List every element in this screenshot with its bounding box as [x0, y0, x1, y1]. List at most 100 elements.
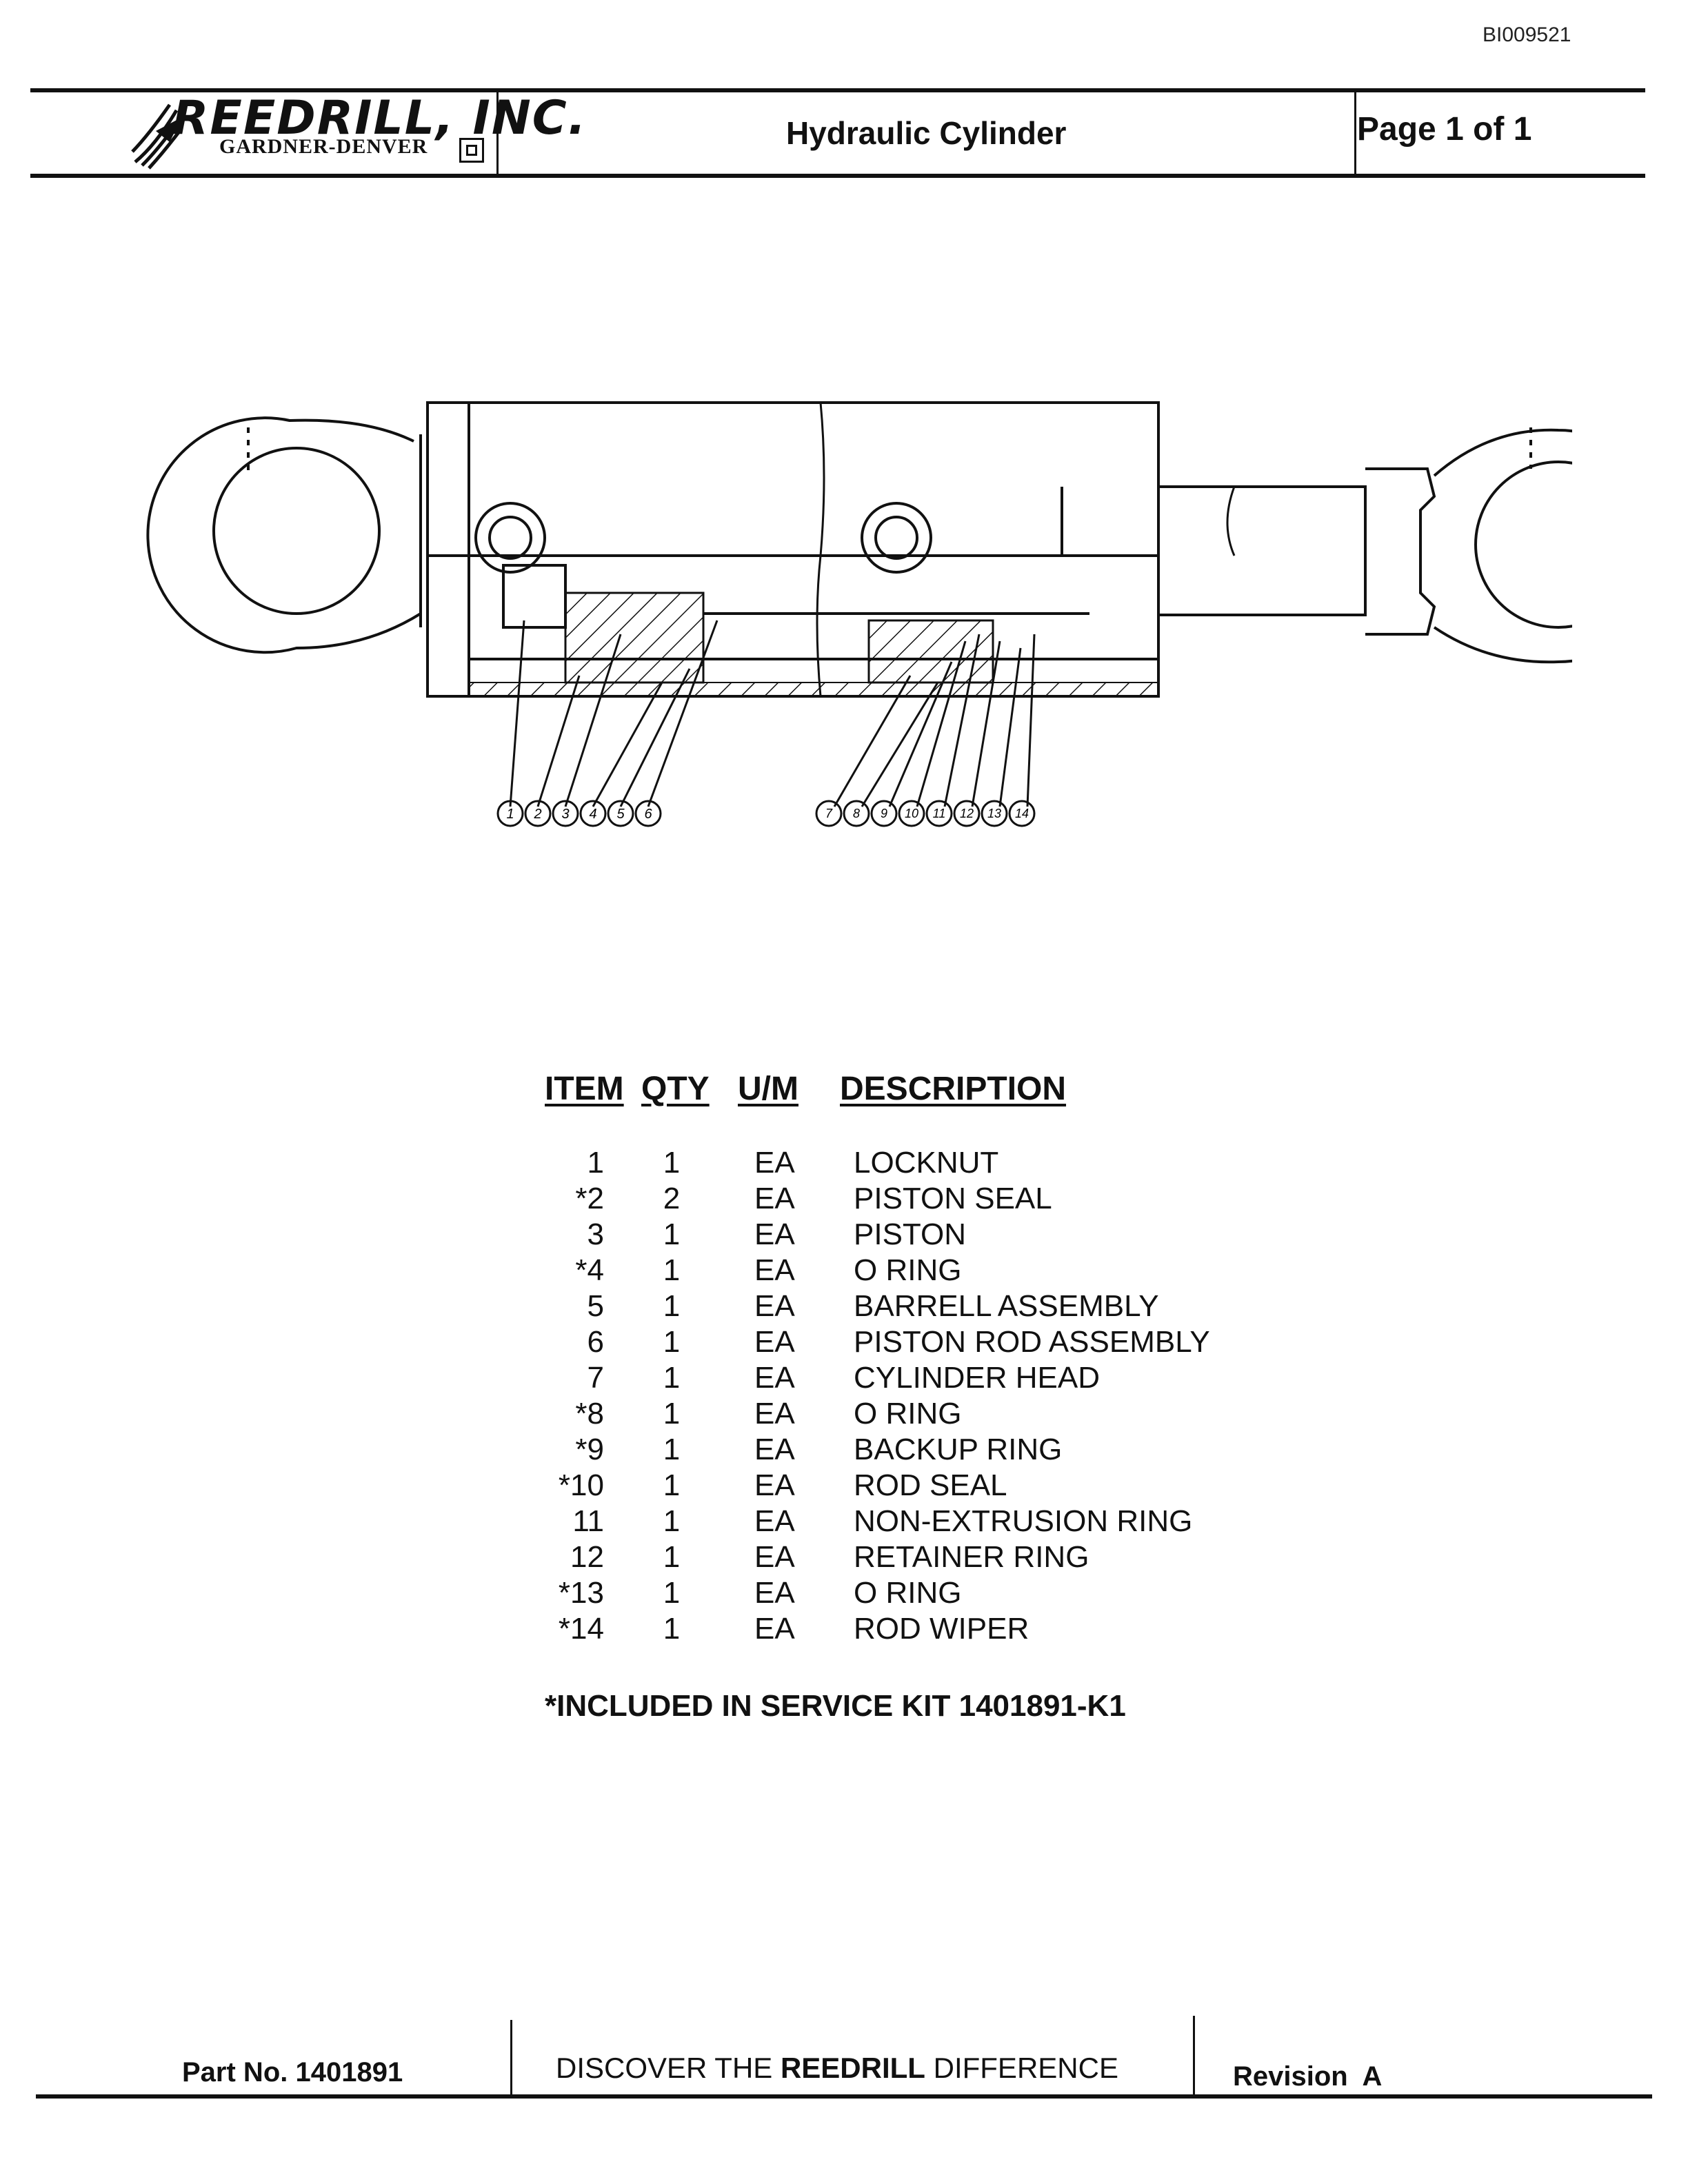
company-subname: GARDNER-DENVER [219, 135, 428, 158]
row-item: 6 [587, 1325, 604, 1359]
row-um: EA [754, 1217, 795, 1251]
table-row: *13 1 EA O RING [0, 1576, 1688, 1612]
service-kit-note: *INCLUDED IN SERVICE KIT 1401891-K1 [545, 1689, 1126, 1723]
callouts-right: 7 8 9 10 11 12 13 14 [815, 800, 1036, 827]
row-item: 3 [587, 1217, 604, 1251]
row-item: 7 [587, 1361, 604, 1395]
slogan-prefix: DISCOVER THE [556, 2052, 781, 2084]
callout-2: 2 [533, 807, 541, 822]
footer-divider-right [1193, 2016, 1195, 2096]
row-um: EA [754, 1361, 795, 1395]
header-top-rule [30, 88, 1645, 92]
row-um: EA [754, 1289, 795, 1323]
row-item: *14 [558, 1612, 604, 1646]
page-label: Page 1 of 1 [1357, 111, 1532, 148]
row-item: *10 [558, 1468, 604, 1502]
header-divider-left [496, 92, 499, 175]
row-qty: 1 [663, 1612, 681, 1646]
row-qty: 1 [663, 1146, 681, 1180]
callout-3: 3 [561, 807, 569, 822]
table-row: *8 1 EA O RING [0, 1397, 1688, 1433]
footer-slogan: DISCOVER THE REEDRILL DIFFERENCE [556, 2052, 1118, 2085]
row-description: BARRELL ASSEMBLY [854, 1289, 1159, 1323]
table-row: *2 2 EA PISTON SEAL [0, 1182, 1688, 1217]
header-divider-right [1354, 92, 1356, 175]
row-qty: 1 [663, 1361, 681, 1395]
row-qty: 1 [663, 1540, 681, 1574]
table-header-description: DESCRIPTION [840, 1071, 1067, 1107]
callout-11: 11 [933, 807, 946, 820]
table-header-um: U/M [738, 1071, 798, 1107]
row-um: EA [754, 1433, 795, 1466]
company-name: REEDRILL, INC. [172, 91, 587, 145]
row-item: *2 [575, 1182, 604, 1215]
row-qty: 1 [663, 1576, 681, 1610]
callout-7: 7 [825, 807, 833, 820]
row-description: PISTON SEAL [854, 1182, 1052, 1215]
row-item: *4 [575, 1253, 604, 1287]
callout-9: 9 [881, 807, 887, 820]
row-qty: 1 [663, 1397, 681, 1430]
callout-13: 13 [987, 807, 1001, 820]
table-row: 7 1 EA CYLINDER HEAD [0, 1361, 1688, 1397]
row-um: EA [754, 1504, 795, 1538]
callout-12: 12 [960, 807, 974, 820]
row-description: RETAINER RING [854, 1540, 1089, 1574]
table-row: 1 1 EA LOCKNUT [0, 1146, 1688, 1182]
table-row: 3 1 EA PISTON [0, 1217, 1688, 1253]
table-row: 5 1 EA BARRELL ASSEMBLY [0, 1289, 1688, 1325]
row-um: EA [754, 1253, 795, 1287]
row-description: O RING [854, 1576, 962, 1610]
row-um: EA [754, 1612, 795, 1646]
row-item: *9 [575, 1433, 604, 1466]
callout-1: 1 [506, 807, 514, 822]
row-description: BACKUP RING [854, 1433, 1063, 1466]
callout-14: 14 [1015, 807, 1029, 820]
footer-rule [36, 2094, 1652, 2099]
row-item: 12 [570, 1540, 604, 1574]
row-qty: 1 [663, 1217, 681, 1251]
table-row: 6 1 EA PISTON ROD ASSEMBLY [0, 1325, 1688, 1361]
row-description: PISTON ROD ASSEMBLY [854, 1325, 1210, 1359]
piston-section [564, 592, 705, 684]
part-number: Part No. 1401891 [182, 2057, 403, 2087]
row-description: LOCKNUT [854, 1146, 999, 1180]
table-row: *4 1 EA O RING [0, 1253, 1688, 1289]
callout-leaders [509, 620, 1036, 807]
row-item: 11 [572, 1504, 604, 1538]
table-row: *10 1 EA ROD SEAL [0, 1468, 1688, 1504]
callouts-left: 1 2 3 4 5 6 [496, 800, 662, 827]
row-qty: 1 [663, 1433, 681, 1466]
slogan-suffix: DIFFERENCE [925, 2052, 1118, 2084]
row-qty: 1 [663, 1468, 681, 1502]
callout-6: 6 [644, 807, 652, 822]
row-description: NON-EXTRUSION RING [854, 1504, 1193, 1538]
row-description: O RING [854, 1397, 962, 1430]
row-qty: 1 [663, 1253, 681, 1287]
company-logo-swirl-icon [131, 103, 182, 170]
row-um: EA [754, 1576, 795, 1610]
row-qty: 1 [663, 1289, 681, 1323]
slogan-brand: REEDRILL [780, 2052, 925, 2084]
row-description: PISTON [854, 1217, 967, 1251]
table-row: 12 1 EA RETAINER RING [0, 1540, 1688, 1576]
table-row: *14 1 EA ROD WIPER [0, 1612, 1688, 1648]
table-row: *9 1 EA BACKUP RING [0, 1433, 1688, 1468]
callout-10: 10 [905, 807, 918, 820]
cylinder-outline [146, 401, 1572, 698]
callout-8: 8 [853, 807, 860, 820]
row-qty: 2 [663, 1182, 681, 1215]
footer-divider-left [510, 2020, 512, 2096]
row-description: O RING [854, 1253, 962, 1287]
row-item: 5 [587, 1289, 604, 1323]
row-um: EA [754, 1397, 795, 1430]
document-title: Hydraulic Cylinder [786, 115, 1067, 151]
row-item: *8 [575, 1397, 604, 1430]
callout-4: 4 [589, 807, 596, 822]
header-bottom-rule [30, 174, 1645, 178]
cylinder-head-section [867, 619, 994, 684]
company-mark-icon [459, 138, 484, 163]
row-um: EA [754, 1182, 795, 1215]
row-description: ROD WIPER [854, 1612, 1029, 1646]
row-item: 1 [587, 1146, 604, 1180]
